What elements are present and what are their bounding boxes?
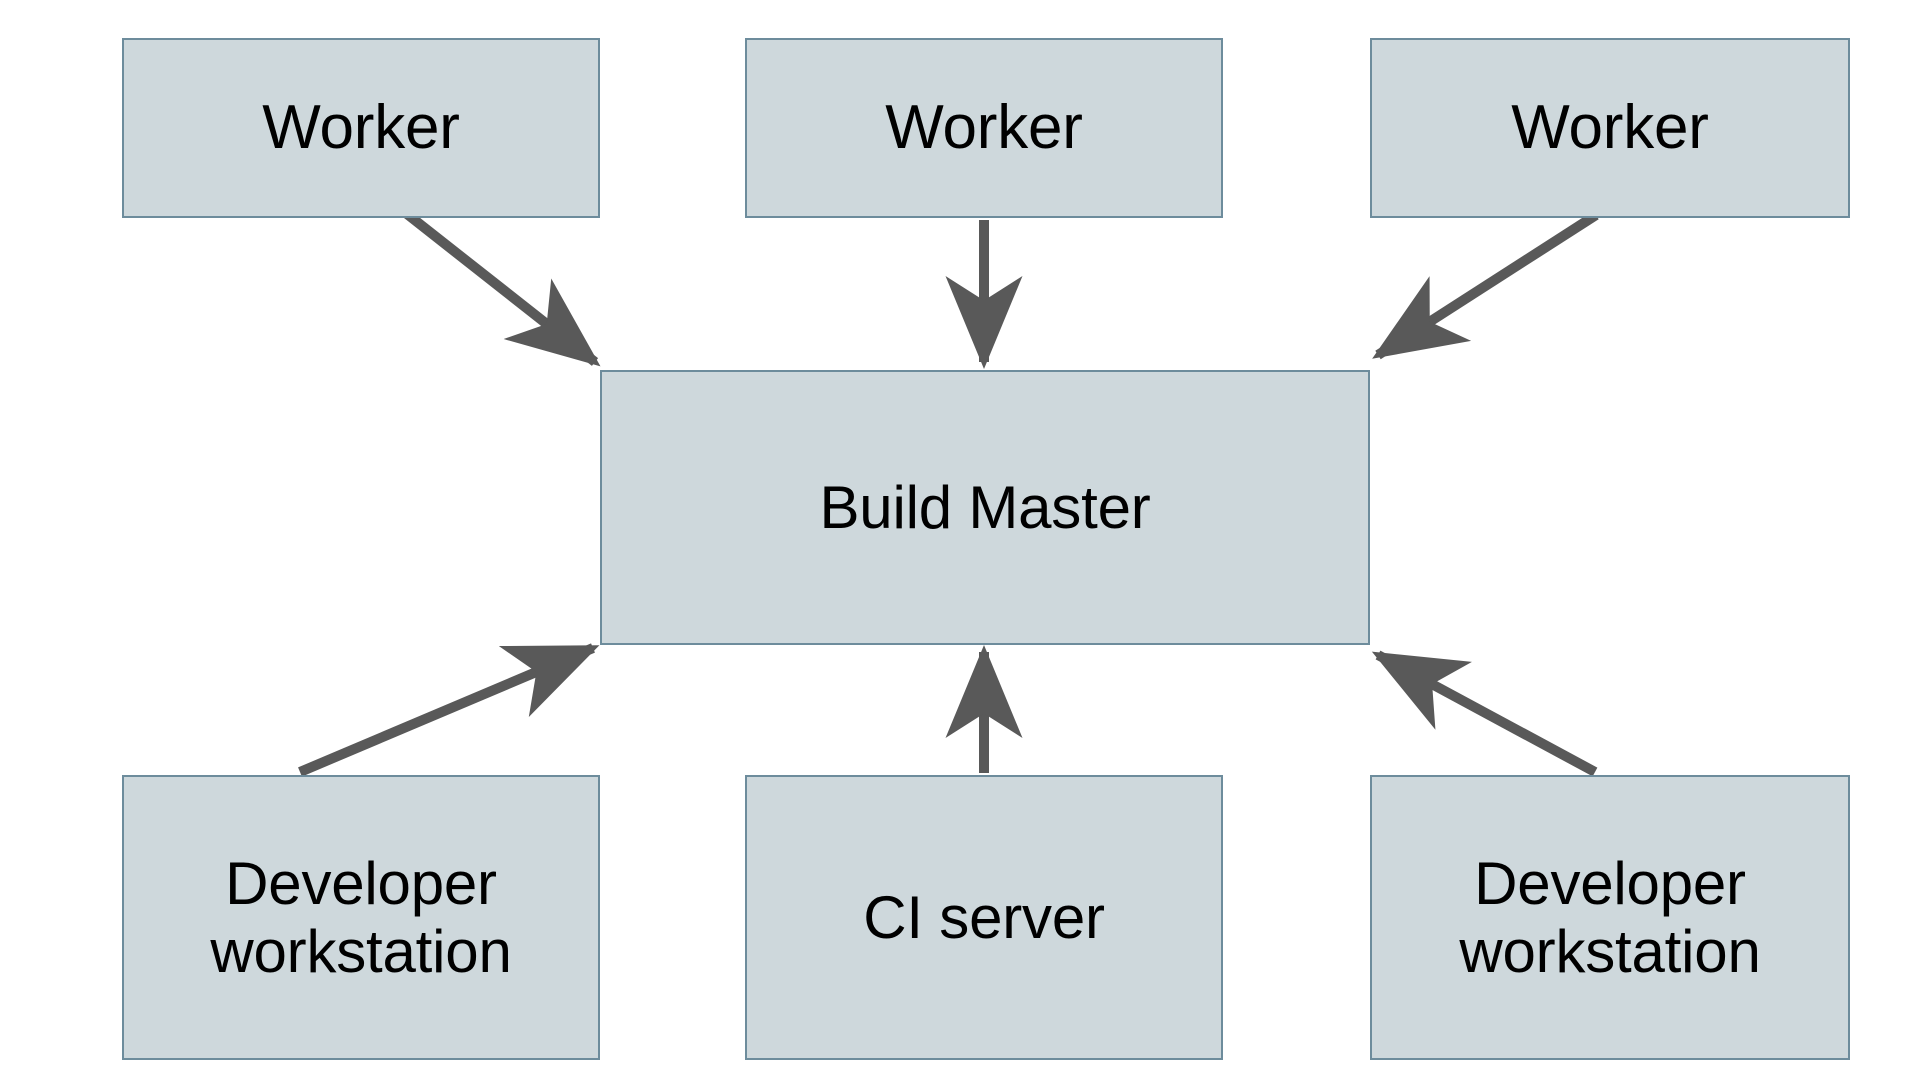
edge-dev-left-to-master (298, 643, 600, 777)
node-worker-right-label: Worker (1511, 93, 1709, 163)
node-worker-center[interactable]: Worker (745, 38, 1223, 218)
node-build-master[interactable]: Build Master (600, 370, 1370, 645)
node-ci-server[interactable]: CI server (745, 775, 1223, 1060)
node-worker-left-label: Worker (262, 93, 460, 163)
node-build-master-label: Build Master (819, 473, 1151, 541)
node-developer-workstation-right-label: Developer workstation (1459, 850, 1761, 985)
node-worker-left[interactable]: Worker (122, 38, 600, 218)
node-worker-center-label: Worker (885, 93, 1083, 163)
edge-worker-right-to-master (1372, 210, 1599, 360)
node-worker-right[interactable]: Worker (1370, 38, 1850, 218)
node-ci-server-label: CI server (863, 883, 1105, 951)
node-developer-workstation-left[interactable]: Developer workstation (122, 775, 600, 1060)
node-developer-workstation-right[interactable]: Developer workstation (1370, 775, 1850, 1060)
node-developer-workstation-left-label: Developer workstation (210, 850, 512, 985)
edge-dev-right-to-master (1371, 650, 1598, 777)
